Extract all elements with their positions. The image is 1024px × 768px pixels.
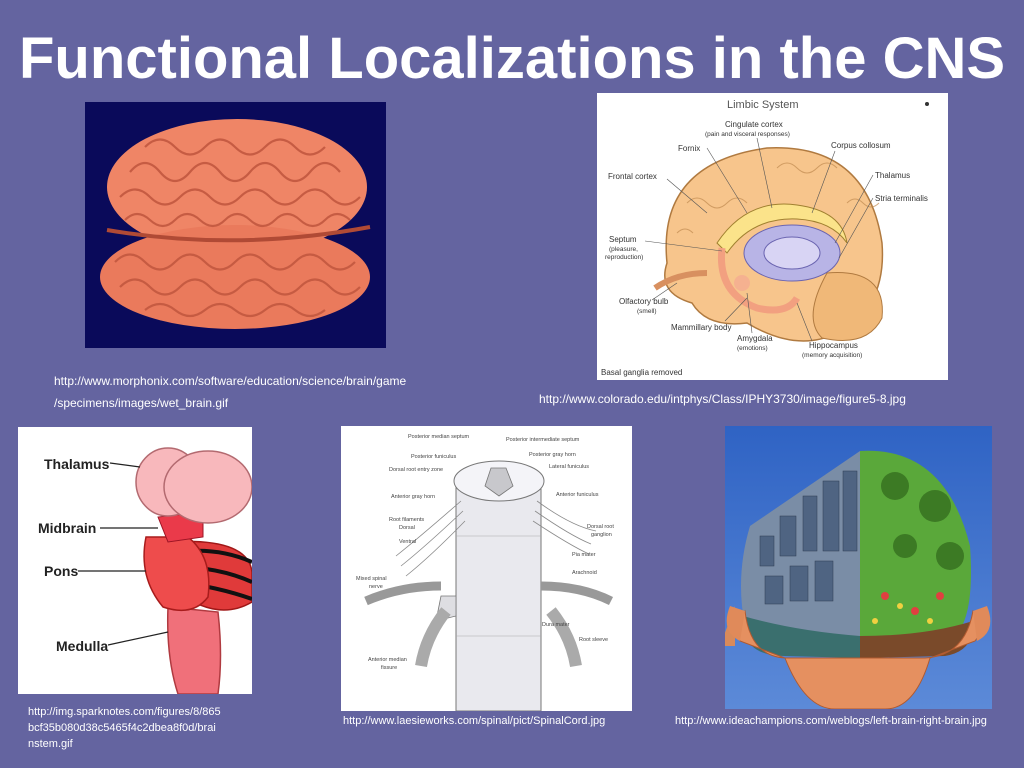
label-basal: Basal ganglia removed <box>601 368 682 377</box>
spinal-label-post-funic: Posterior funiculus <box>411 454 456 460</box>
brainstem-illustration: Thalamus Midbrain Pons Medulla <box>18 427 252 694</box>
spinal-cord-image: Posterior median septum Posterior interm… <box>341 426 632 711</box>
label-thalamus: Thalamus <box>875 171 910 180</box>
spinal-label-post-gray: Posterior gray horn <box>529 452 576 458</box>
label-stria: Stria terminalis <box>875 194 928 203</box>
wet-brain-illustration <box>85 102 386 348</box>
brainstem-label-medulla: Medulla <box>56 638 108 654</box>
left-right-brain-caption[interactable]: http://www.ideachampions.com/weblogs/lef… <box>675 715 987 727</box>
label-olfactory: Olfactory bulb <box>619 297 669 306</box>
slide-title: Functional Localizations in the CNS <box>18 26 1006 91</box>
label-mammillary: Mammillary body <box>671 323 731 332</box>
limbic-caption[interactable]: http://www.colorado.edu/intphys/Class/IP… <box>539 392 906 406</box>
wet-brain-caption-line1: http://www.morphonix.com/software/educat… <box>54 374 407 388</box>
brainstem-caption-line2: bcf35b080d38c5465f4c2dbea8f0d/brai <box>28 722 216 734</box>
spinal-label-post-inter: Posterior intermediate septum <box>506 437 580 443</box>
spinal-label-nerve: nerve <box>369 584 383 590</box>
label-septum-sub1: (pleasure, <box>609 246 638 253</box>
limbic-system-illustration: Limbic System Cingulate cortex (pain and… <box>597 93 948 380</box>
label-amygdala: Amygdala <box>737 334 773 343</box>
wet-brain-caption[interactable]: http://www.morphonix.com/software/educat… <box>54 370 406 414</box>
label-septum-sub2: reproduction) <box>605 254 643 261</box>
spinal-label-dorsal: Dorsal <box>399 525 415 531</box>
spinal-label-pia: Pia mater <box>572 552 596 558</box>
spinal-cord-illustration: Posterior median septum Posterior interm… <box>341 426 632 711</box>
spinal-label-root-fil: Root filaments <box>389 517 424 523</box>
brainstem-label-midbrain: Midbrain <box>38 520 96 536</box>
spinal-label-post-median: Posterior median septum <box>408 434 470 440</box>
wet-brain-image <box>85 102 386 348</box>
spinal-label-dura: Dura mater <box>542 622 570 628</box>
spinal-label-root-sleeve: Root sleeve <box>579 637 608 643</box>
spinal-label-ventral: Ventral <box>399 539 416 545</box>
spinal-cord-caption[interactable]: http://www.laesieworks.com/spinal/pict/S… <box>343 715 606 727</box>
brainstem-caption[interactable]: http://img.sparknotes.com/figures/8/865 … <box>28 704 221 752</box>
spinal-label-ant-funic: Anterior funiculus <box>556 492 599 498</box>
label-septum: Septum <box>609 235 637 244</box>
brainstem-label-pons: Pons <box>44 563 78 579</box>
label-cingulate-sub: (pain and visceral responses) <box>705 131 790 138</box>
label-amygdala-sub: (emotions) <box>737 345 768 352</box>
brainstem-image: Thalamus Midbrain Pons Medulla <box>18 427 252 694</box>
brainstem-label-thalamus: Thalamus <box>44 456 110 472</box>
spinal-label-dorsal-entry: Dorsal root entry zone <box>389 467 443 473</box>
label-hippocampus: Hippocampus <box>809 341 858 350</box>
label-cingulate: Cingulate cortex <box>725 120 783 129</box>
spinal-label-fissure: fissure <box>381 665 397 671</box>
limbic-system-image: Limbic System Cingulate cortex (pain and… <box>597 93 948 380</box>
wet-brain-caption-line2: /specimens/images/wet_brain.gif <box>54 396 229 410</box>
spinal-label-ant-gray: Anterior gray horn <box>391 494 435 500</box>
brainstem-caption-line3: nstem.gif <box>28 738 73 750</box>
spinal-label-mixed: Mixed spinal <box>356 576 387 582</box>
spinal-label-arachnoid: Arachnoid <box>572 570 597 576</box>
label-corpus: Corpus collosum <box>831 141 891 150</box>
left-right-brain-illustration <box>725 426 992 709</box>
label-hippocampus-sub: (memory acquisition) <box>802 352 862 359</box>
spinal-label-ganglion: ganglion <box>591 532 612 538</box>
spinal-label-dorsal-root: Dorsal root <box>587 524 614 530</box>
limbic-heading: Limbic System <box>727 99 799 111</box>
label-frontal: Frontal cortex <box>608 172 657 181</box>
left-right-brain-image <box>725 426 992 709</box>
label-olfactory-sub: (smell) <box>637 308 657 315</box>
brainstem-caption-line1: http://img.sparknotes.com/figures/8/865 <box>28 706 221 718</box>
spinal-label-lateral-funic: Lateral funiculus <box>549 464 589 470</box>
spinal-label-ant-median: Anterior median <box>368 657 407 663</box>
label-fornix: Fornix <box>678 144 700 153</box>
